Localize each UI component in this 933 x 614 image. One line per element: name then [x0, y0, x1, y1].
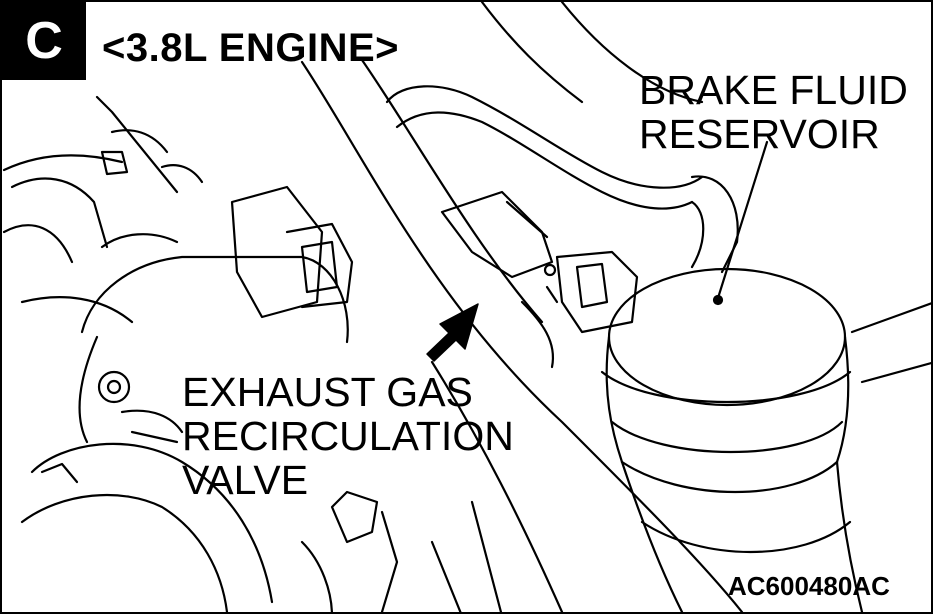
- brake-fluid-reservoir-drawing: [600, 267, 931, 612]
- label-line: BRAKE FLUID: [639, 67, 908, 113]
- leader-lines: [712, 140, 769, 306]
- label-line: RECIRCULATION: [182, 413, 514, 459]
- intake-duct: [300, 58, 744, 612]
- lower-manifold: [20, 442, 503, 612]
- figure-code: AC600480AC: [728, 571, 890, 601]
- egr-valve-label: EXHAUST GAS RECIRCULATION VALVE: [182, 370, 514, 502]
- pointer-arrow: [426, 303, 479, 362]
- engine-title: <3.8L ENGINE>: [102, 26, 400, 70]
- label-line: RESERVOIR: [639, 111, 880, 157]
- brake-fluid-reservoir-label: BRAKE FLUID RESERVOIR: [639, 68, 908, 156]
- label-line: VALVE: [182, 457, 309, 503]
- left-engine-structures: [2, 95, 204, 324]
- label-line: EXHAUST GAS: [182, 369, 473, 415]
- vacuum-hoses: [385, 2, 739, 274]
- egr-valve-drawing: [78, 185, 354, 444]
- egr-connector: [440, 190, 639, 369]
- section-badge: C: [2, 2, 86, 80]
